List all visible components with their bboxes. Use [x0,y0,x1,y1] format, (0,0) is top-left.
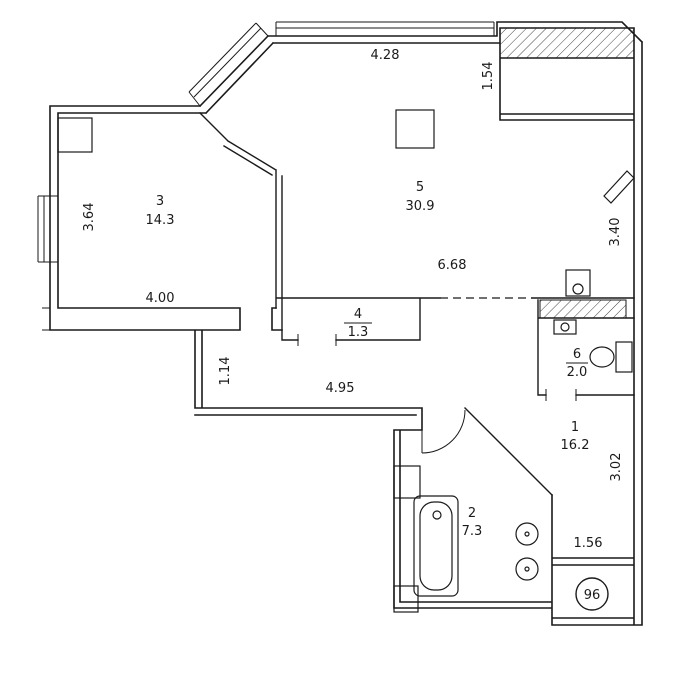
dim-room3-height: 3.64 [82,203,97,232]
exterior-walls [49,21,644,626]
dim-top-bay-width: 4.28 [371,48,400,63]
dim-corridor-width: 1.14 [218,357,233,386]
dim-balcony-depth: 1.54 [481,62,496,91]
radiator [603,170,635,204]
dim-corridor-length: 4.95 [326,381,355,396]
dim-room5-right-depth: 3.40 [608,218,623,247]
room-2-area: 7.3 [462,524,483,539]
window-bay-diagonal [188,22,269,107]
unit-number: 96 [584,588,601,603]
balcony-glazing-hatch [499,27,635,59]
room-4-number: 4 [354,307,362,322]
window-top [275,21,495,36]
vent-block-hatch [539,299,627,319]
duct-column [395,109,435,149]
room-1-area: 16.2 [561,438,590,453]
dim-entrance-width: 1.56 [574,536,603,551]
room-4-area: 1.3 [348,325,369,340]
shaft-lower [393,585,419,613]
toilet [589,341,633,373]
room-2-number: 2 [468,506,476,521]
room-5-number: 5 [416,180,424,195]
bathtub [413,495,459,597]
room-6-number: 6 [573,347,581,362]
bathroom-circles [515,522,539,581]
room-3-number: 3 [156,194,164,209]
room-5-area: 30.9 [406,199,435,214]
room-6-area: 2.0 [567,365,588,380]
unit-number-badge: 96 [575,577,609,611]
room-1-number: 1 [571,420,579,435]
room-3-area: 14.3 [146,213,175,228]
dim-room3-width: 4.00 [146,291,175,306]
shaft-upper [393,465,421,499]
dim-hall-height: 3.02 [609,453,624,482]
interior-walls [199,112,635,496]
washbasin-wc [553,319,577,335]
window-left [37,195,58,263]
dim-room5-width: 6.68 [438,258,467,273]
wall-panel [565,269,591,297]
door-swing [421,409,466,454]
pilaster-block [57,117,93,153]
door-jamb-ticks [42,307,577,401]
